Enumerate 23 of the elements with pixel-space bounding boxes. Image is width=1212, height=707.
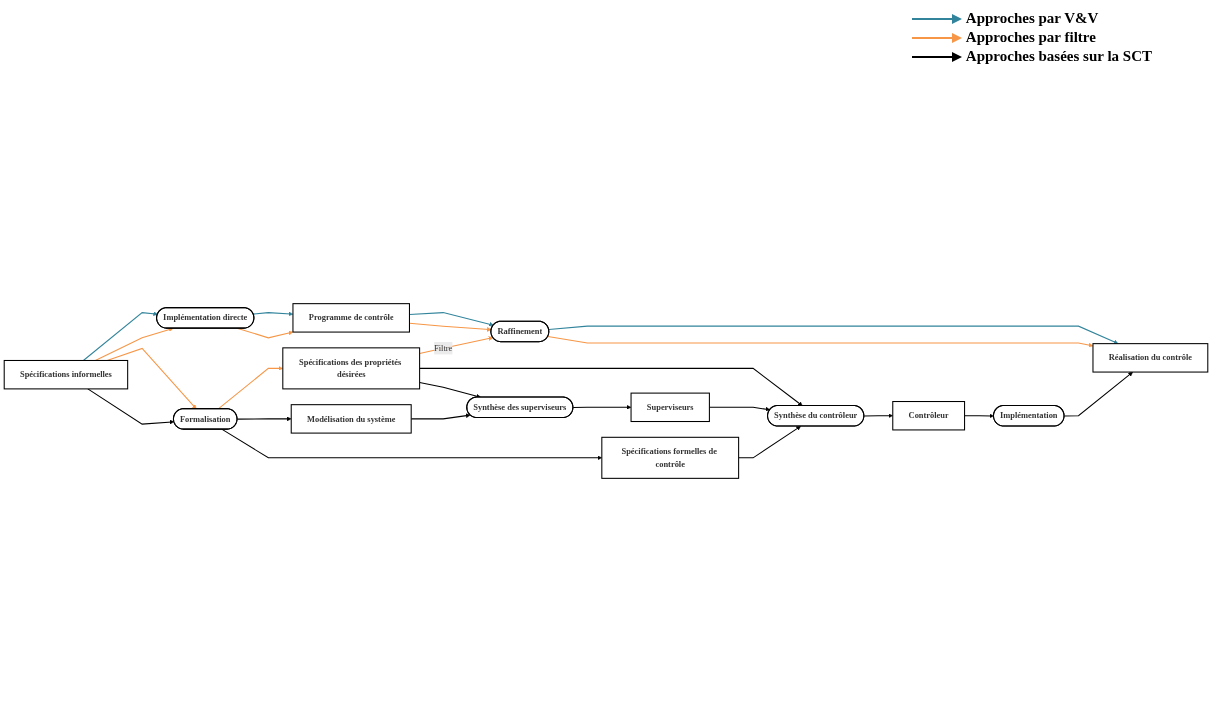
- node-box: Spécifications informelles: [3, 359, 129, 390]
- node-box: Contrôleur: [892, 401, 966, 431]
- legend-label: Approches par V&V: [965, 10, 1099, 27]
- node-box: Spécifications des propriétés désirées: [282, 347, 421, 390]
- arrow: [419, 367, 803, 406]
- legend-label: Approches par filtre: [965, 29, 1096, 46]
- arrow: [738, 426, 801, 459]
- legend-label: Approches basées sur la SCT: [965, 48, 1152, 65]
- arrow: [863, 413, 893, 419]
- arrow: [419, 381, 481, 399]
- arrow: [548, 325, 1119, 345]
- arrow: [94, 327, 174, 361]
- edge-label: Filtre: [434, 343, 453, 353]
- node-box: Modélisation du système: [290, 404, 412, 434]
- arrow: [964, 413, 994, 419]
- node-box: Spécifications formelles de contrôle: [601, 436, 740, 479]
- node-box: Programme de contrôle: [292, 303, 410, 333]
- arrow: [217, 366, 283, 410]
- arrow: [572, 405, 632, 410]
- arrow: [87, 388, 175, 425]
- node-box: Superviseurs: [630, 392, 710, 423]
- node-box: Réalisation du contrôle: [1092, 343, 1209, 373]
- arrow: [82, 311, 158, 361]
